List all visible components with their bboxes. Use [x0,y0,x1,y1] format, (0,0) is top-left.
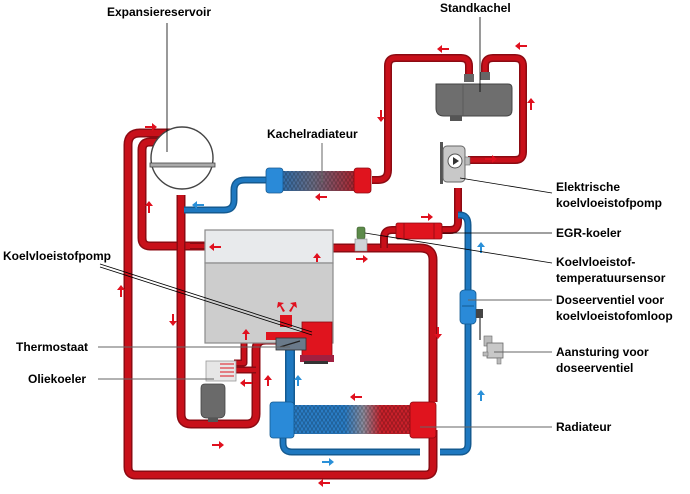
labels: Expansiereservoir Standkachel Kachelradi… [3,1,673,434]
electric-pump [440,142,471,184]
flow-arrow-right [145,123,157,131]
label-aansturing-line1: Aansturing voor [556,345,649,359]
label-elektrische-pomp-line2: koelvloeistofpomp [556,196,662,210]
flow-arrow-up-right [289,302,297,312]
label-temp-sensor-line1: Koelvloeistof- [556,255,635,269]
flow-arrow-left [318,479,330,487]
label-doseerventiel-line2: koelvloeistofomloop [556,309,673,323]
flow-arrow-down [434,327,442,339]
flow-arrow-right [322,458,334,466]
egr-cooler [395,222,443,240]
flow-arrow-up [527,98,535,110]
flow-arrow-up [294,375,302,386]
leader-lines [98,17,553,428]
expansion-tank [149,126,216,190]
flow-arrow-up [264,375,272,386]
flow-arrow-left [350,393,362,401]
flow-arrow-left [209,243,221,251]
label-koelvloeistofpomp: Koelvloeistofpomp [3,249,111,263]
flow-arrow-down [377,110,385,122]
label-radiateur: Radiateur [556,420,612,434]
coolant-pump [266,315,334,364]
bypass-dosing-valve [459,289,483,340]
flow-arrow-left [315,193,327,201]
label-temp-sensor-line2: temperatuursensor [556,271,666,285]
thermostat [275,337,307,351]
flow-arrow-right [356,255,368,263]
flow-arrow-up [145,201,153,213]
label-thermostaat: Thermostaat [16,340,88,354]
flow-arrow-right [485,155,497,163]
hot-pipes [123,54,527,480]
flow-arrow-up [477,390,485,401]
label-egr-koeler: EGR-koeler [556,226,622,240]
label-elektrische-pomp-line1: Elektrische [556,180,620,194]
label-standkachel: Standkachel [440,1,511,15]
flow-arrow-up [477,242,485,253]
label-doseerventiel-line1: Doseerventiel voor [556,293,664,307]
flow-arrow-left [515,42,527,50]
radiator [269,401,437,439]
flow-arrow-up-left [277,302,285,312]
flow-arrows [117,42,535,487]
valve-actuator [482,335,504,365]
flow-arrow-left [192,201,204,209]
flow-arrow-left [240,379,252,387]
flow-arrow-up [117,285,125,297]
flow-arrow-up [313,253,321,262]
label-kachelradiateur: Kachelradiateur [267,127,358,141]
label-aansturing-line2: doseerventiel [556,361,633,375]
flow-arrow-up [242,329,250,340]
temperature-sensor [354,226,368,252]
heater-core [265,167,372,194]
auxiliary-heater [435,72,513,121]
label-oliekoeler: Oliekoeler [28,372,86,386]
flow-arrow-right [212,441,224,449]
oil-cooler [200,360,237,422]
cold-pipes [184,176,472,456]
flow-arrow-left [437,45,449,53]
flow-arrow-right [421,213,433,221]
label-expansiereservoir: Expansiereservoir [107,5,211,19]
flow-arrow-down [169,314,177,326]
